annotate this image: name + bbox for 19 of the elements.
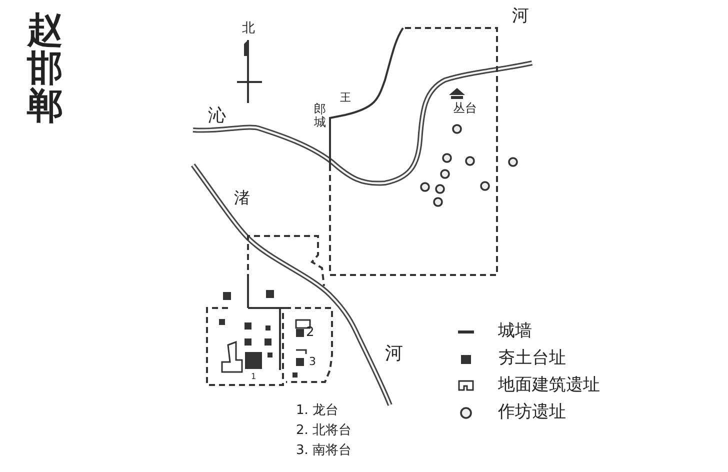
site-number: 2 [306, 326, 314, 339]
map-title: 赵邯郸 [26, 12, 64, 126]
legend-text: 作坊遗址 [498, 404, 566, 421]
river-label: 河 [385, 345, 403, 363]
legend-text: 地面建筑遗址 [498, 377, 600, 394]
direction-label: 北 [242, 22, 255, 35]
legend-text: 城墙 [498, 323, 532, 340]
place-label: 丛台 [453, 102, 477, 114]
river-label: 沁 [208, 107, 226, 125]
river-label: 河 [512, 8, 529, 25]
note-text: 3. 南将台 [296, 444, 352, 457]
river-label: 渚 [234, 190, 250, 206]
place-label: 王 [340, 92, 351, 103]
note-text: 2. 北将台 [296, 424, 352, 437]
site-number: 3 [309, 356, 316, 367]
place-label: 郎城 [313, 103, 327, 128]
legend-text: 夯土台址 [498, 350, 566, 367]
note-text: 1. 龙台 [296, 404, 339, 417]
site-number: 1 [251, 373, 256, 381]
